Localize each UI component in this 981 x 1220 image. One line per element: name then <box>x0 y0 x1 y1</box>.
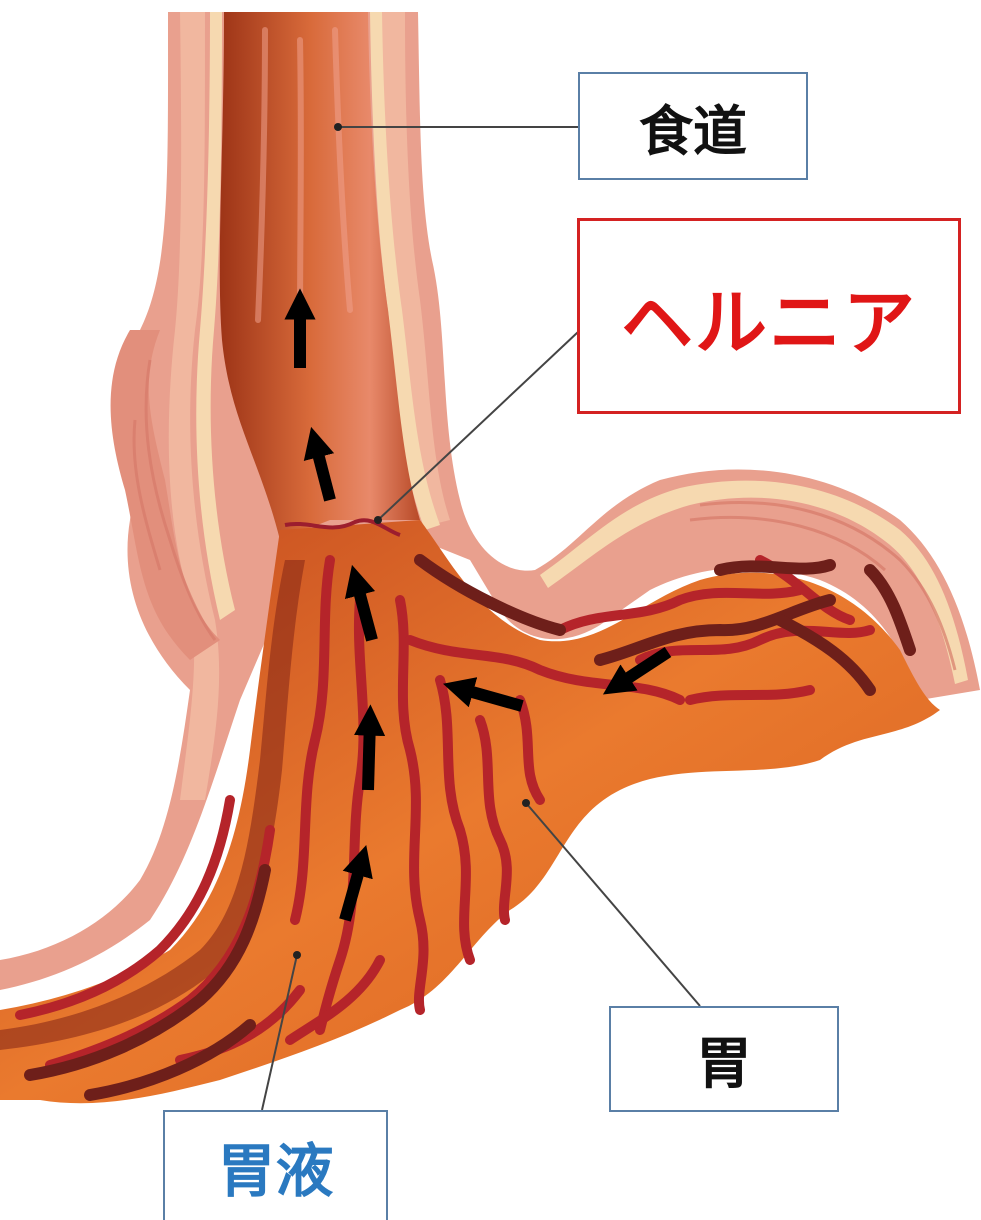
label-gastric-acid: 胃液 <box>163 1110 388 1220</box>
label-hernia: ヘルニア <box>577 218 961 414</box>
reflux-arrow-icon <box>368 720 370 790</box>
label-esophagus: 食道 <box>578 72 808 180</box>
label-stomach: 胃 <box>609 1006 839 1112</box>
